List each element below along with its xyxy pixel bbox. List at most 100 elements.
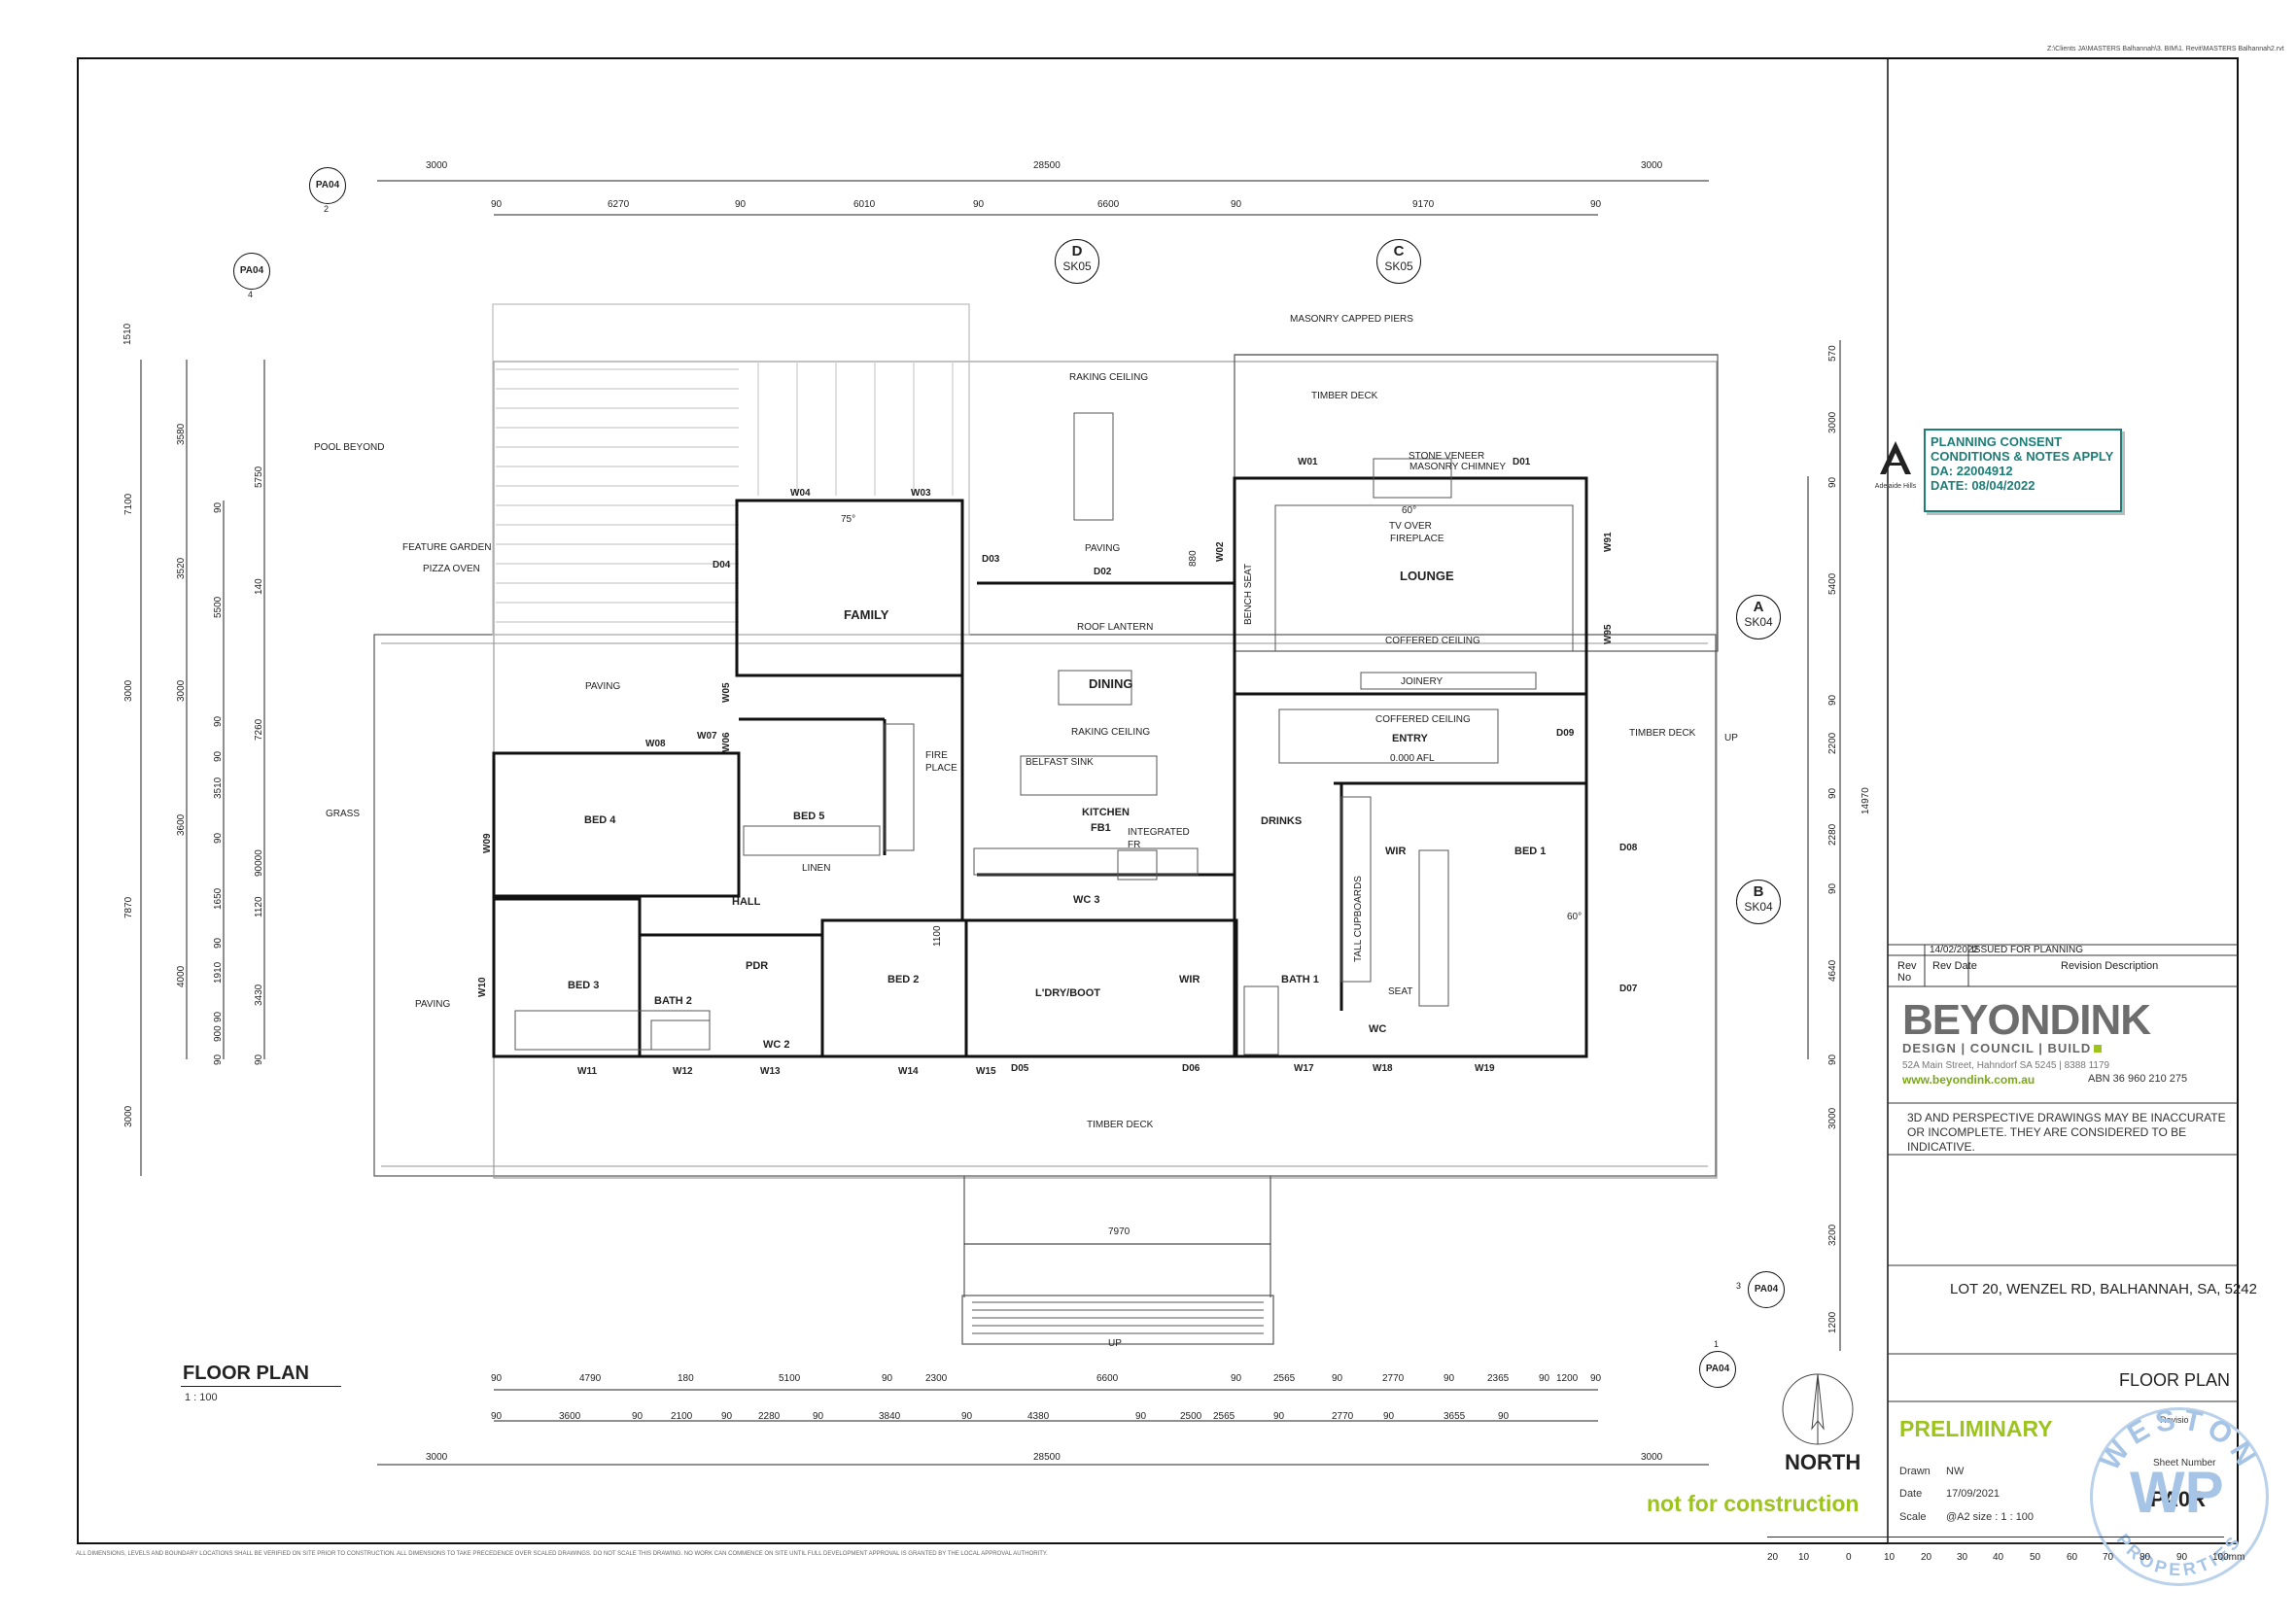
room-label: KITCHEN	[1082, 807, 1130, 818]
room-label: DINING	[1089, 676, 1133, 691]
dimension-text: 3000	[123, 679, 134, 702]
company-abn: ABN 36 960 210 275	[2088, 1073, 2188, 1085]
opening-tag: W02	[1215, 541, 1226, 562]
council-logo-icon	[1880, 441, 1911, 474]
plan-note: TV OVER	[1389, 521, 1432, 532]
dimension-text: 90	[961, 1411, 973, 1422]
revision-row-date: 14/02/2022	[1930, 945, 1979, 955]
opening-tag: W95	[1603, 624, 1614, 644]
dimension-text: 3430	[254, 984, 264, 1006]
dimension-text: 3600	[559, 1411, 581, 1422]
plan-note: PAVING	[415, 999, 451, 1010]
dimension-text: 90	[632, 1411, 644, 1422]
dimension-text: 90	[1827, 694, 1838, 706]
dimension-text: 3580	[176, 423, 187, 445]
opening-tag: D01	[1513, 457, 1531, 467]
dimension-text: 90	[1231, 199, 1242, 210]
dimension-text: 3000	[176, 679, 187, 702]
plan-note: JOINERY	[1401, 676, 1444, 687]
opening-tag: W17	[1294, 1063, 1314, 1074]
dimension-text: 90	[1273, 1411, 1285, 1422]
room-label: DRINKS	[1261, 815, 1303, 827]
scale-bar-tick: 0	[1846, 1552, 1852, 1563]
opening-tag: W03	[911, 488, 931, 499]
dimension-text: 90	[1383, 1411, 1395, 1422]
tagline-square-icon	[2094, 1045, 2103, 1053]
dimension-text: 4790	[579, 1373, 602, 1384]
opening-tag: W05	[721, 682, 732, 703]
dimension-text: 90	[813, 1411, 824, 1422]
elevation-marker[interactable]: PA04	[233, 253, 270, 290]
sheet-title: FLOOR PLAN	[2119, 1370, 2231, 1390]
dimension-text: 90	[973, 199, 985, 210]
elevation-marker-number: 3	[1736, 1281, 1742, 1291]
company-website[interactable]: www.beyondink.com.au	[1902, 1073, 2035, 1087]
dimension-text: 3000	[123, 1105, 134, 1127]
dimension-text: 2500	[1180, 1411, 1202, 1422]
dimension-text: 90	[213, 750, 224, 762]
dimension-text: 90	[491, 1373, 503, 1384]
dimension-text: 1910	[213, 961, 224, 984]
dimension-text: 5400	[1827, 572, 1838, 595]
elevation-marker[interactable]: PA04	[1748, 1271, 1785, 1308]
plan-note: 60°	[1402, 505, 1417, 516]
section-marker-id: C	[1393, 243, 1405, 259]
room-label: BED 4	[584, 814, 616, 826]
plan-note: MASONRY CHIMNEY	[1409, 462, 1507, 472]
section-marker-sheet: SK05	[1062, 259, 1092, 273]
dimension-text: 3600	[176, 813, 187, 836]
watermark-seal: WESTON PROPERTIES WP	[2090, 1407, 2269, 1586]
drawn-value: NW	[1946, 1466, 1965, 1477]
room-label: BED 2	[887, 974, 920, 985]
dimension-text: 2280	[1827, 823, 1838, 846]
opening-tag: W04	[790, 488, 811, 499]
dimension-text: 28500	[1033, 1452, 1061, 1463]
scale-bar-line	[1767, 1537, 2224, 1542]
room-label: PDR	[746, 960, 769, 972]
dimension-text: 90	[1135, 1411, 1147, 1422]
dimension-text: 90	[1444, 1373, 1455, 1384]
room-label: BED 5	[793, 811, 825, 822]
room-label: WC 3	[1073, 894, 1100, 906]
elevation-marker[interactable]: PA04	[309, 167, 346, 204]
company-logo: BEYONDINK	[1902, 996, 2151, 1045]
dimension-text: 90	[882, 1373, 893, 1384]
project-address: LOT 20, WENZEL RD, BALHANNAH, SA, 5242	[1950, 1281, 2257, 1297]
room-label: BATH 1	[1281, 974, 1319, 985]
plan-note: BENCH SEAT	[1243, 563, 1254, 625]
scale-bar-tick: 80	[2139, 1552, 2151, 1563]
dimension-text: 6010	[853, 199, 876, 210]
scale-value: @A2 size : 1 : 100	[1946, 1511, 2035, 1523]
dimension-text: 90	[491, 199, 503, 210]
plan-note: PAVING	[585, 681, 621, 692]
bottom-note: ALL DIMENSIONS, LEVELS AND BOUNDARY LOCA…	[76, 1551, 1048, 1557]
opening-tag: D05	[1011, 1063, 1029, 1074]
opening-tag: D04	[713, 560, 731, 570]
plan-note: RAKING CEILING	[1071, 727, 1151, 738]
dimension-text: 3000	[1641, 1452, 1663, 1463]
dimension-text: 3000	[426, 160, 448, 171]
dimension-text: 1120	[254, 896, 264, 917]
dimension-text: 6270	[608, 199, 630, 210]
plan-note: BELFAST SINK	[1026, 757, 1094, 768]
company-name-part1: BEYOND	[1902, 996, 2080, 1044]
dimension-text: 140	[254, 578, 264, 595]
plan-scale: 1 : 100	[185, 1392, 218, 1403]
elevation-marker[interactable]: PA04	[1699, 1351, 1736, 1388]
opening-tag: W11	[577, 1066, 598, 1077]
scale-bar-tick: 50	[2030, 1552, 2041, 1563]
dimension-text: 2300	[925, 1373, 948, 1384]
rev-desc-header: Revision Description	[2061, 960, 2159, 972]
file-path-note: Z:\Clients JA\MASTERS Balhannah\3. BIM\1…	[2047, 46, 2284, 52]
dimension-text: 90	[213, 832, 224, 844]
plan-note: STONE VENEER	[1409, 451, 1485, 462]
opening-tag: W14	[898, 1066, 919, 1077]
section-marker-sheet: SK04	[1744, 900, 1773, 914]
plan-note: 60°	[1567, 912, 1583, 922]
dimension-text: 90	[1539, 1373, 1550, 1384]
